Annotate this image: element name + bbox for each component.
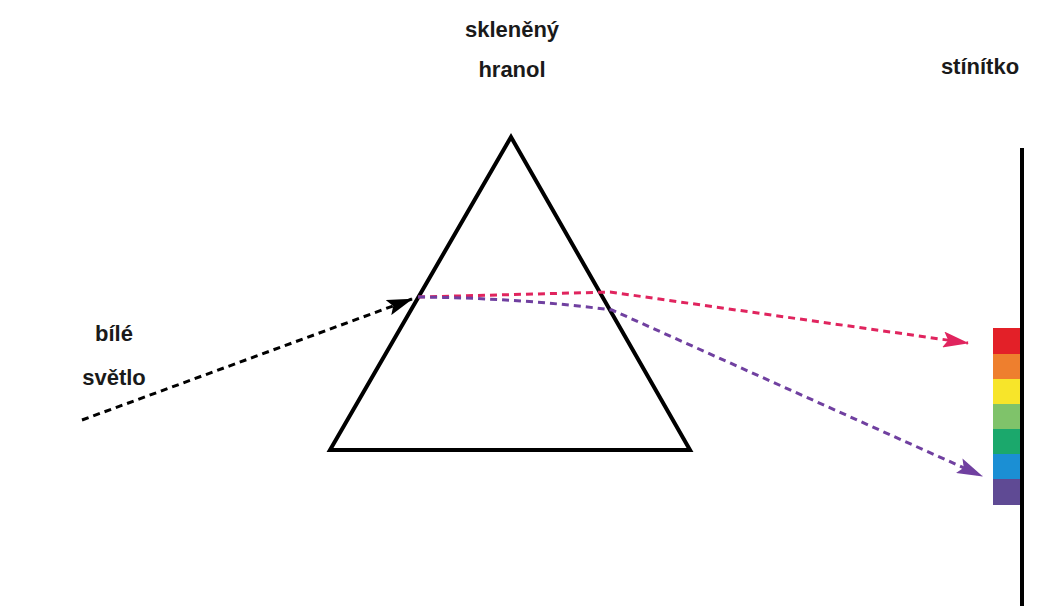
screen [1020,148,1024,606]
spectrum [993,328,1020,505]
red-ray [418,292,968,343]
white-light-ray [82,299,412,420]
glass-prism [330,137,690,450]
violet-ray [418,297,982,476]
screen-label: stínítko [941,52,1019,82]
light-label: bílé světlo [82,312,146,400]
prism-label: skleněný hranol [465,10,559,90]
